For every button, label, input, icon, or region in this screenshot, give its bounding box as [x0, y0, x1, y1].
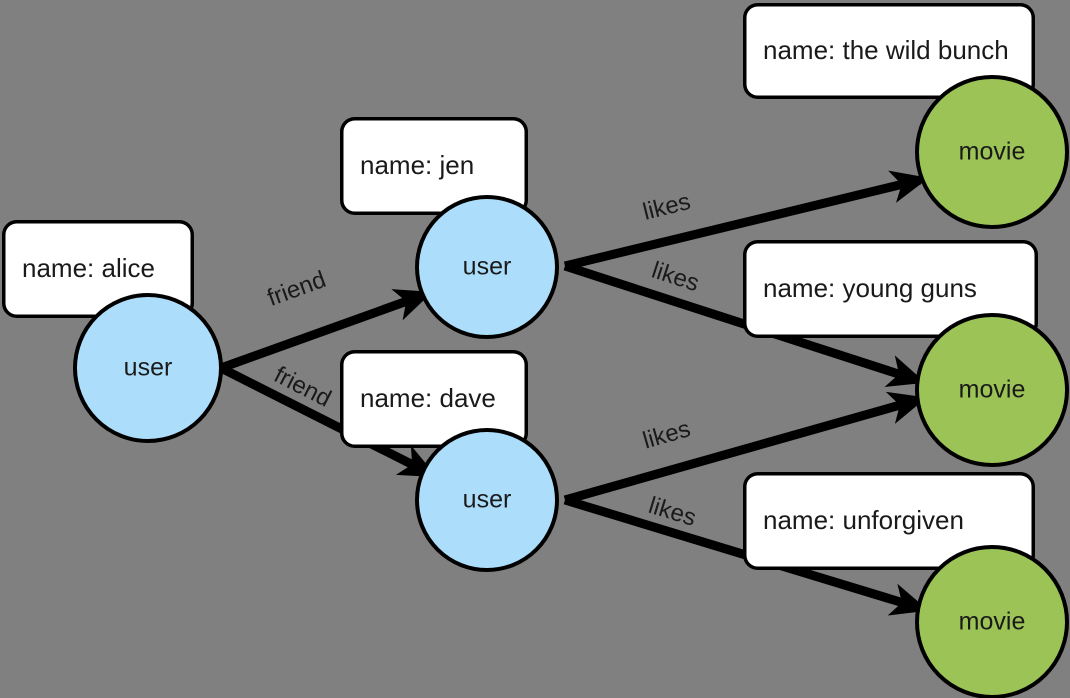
property-box-dave: name: dave [340, 350, 528, 448]
node-label-alice: user [124, 354, 173, 382]
property-box-shape-dave [340, 350, 528, 448]
edge-label-jen-wildbunch: likes [640, 188, 693, 226]
property-text-unforgiven: name: unforgiven [763, 505, 964, 535]
edge-jen-wildbunch [563, 170, 929, 271]
node-label-jen: user [463, 253, 512, 281]
node-alice[interactable]: user [73, 293, 223, 443]
property-box-unforgiven: name: unforgiven [743, 472, 1035, 570]
node-wildbunch[interactable]: movie [915, 75, 1069, 229]
node-label-youngguns: movie [959, 376, 1026, 404]
node-label-wildbunch: movie [959, 138, 1026, 166]
property-box-shape-unforgiven [743, 472, 1035, 570]
node-circle-wildbunch[interactable] [915, 75, 1069, 229]
property-box-youngguns: name: young guns [743, 240, 1038, 338]
property-boxes-layer: name: alice name: jen name: dave name: the … [2, 3, 1038, 570]
edge-dave-youngguns [563, 391, 927, 505]
property-text-dave: name: dave [360, 383, 496, 413]
property-text-wildbunch: name: the wild bunch [763, 35, 1009, 65]
property-box-shape-jen [340, 117, 528, 215]
property-box-jen: name: jen [340, 117, 528, 215]
edges-layer [218, 170, 929, 616]
node-circle-youngguns[interactable] [915, 313, 1069, 467]
node-unforgiven[interactable]: movie [915, 545, 1069, 698]
node-circle-jen[interactable] [415, 195, 559, 339]
node-jen[interactable]: user [415, 195, 559, 339]
property-box-alice: name: alice [2, 220, 194, 318]
property-box-shape-wildbunch [743, 3, 1035, 99]
property-text-alice: name: alice [22, 253, 155, 283]
edge-jen-youngguns [563, 261, 926, 387]
edge-alice-jen [219, 289, 433, 373]
edge-dave-unforgiven [563, 495, 929, 616]
property-box-shape-youngguns [743, 240, 1038, 338]
node-youngguns[interactable]: movie [915, 313, 1069, 467]
edge-label-dave-youngguns: likes [640, 415, 694, 454]
property-text-jen: name: jen [360, 150, 474, 180]
node-circle-unforgiven[interactable] [915, 545, 1069, 698]
node-label-dave: user [463, 486, 512, 514]
edge-label-alice-jen: friend [264, 266, 330, 312]
node-circle-dave[interactable] [415, 428, 559, 572]
node-label-unforgiven: movie [959, 608, 1026, 636]
property-box-wildbunch: name: the wild bunch [743, 3, 1035, 99]
property-text-youngguns: name: young guns [763, 273, 977, 303]
edge-alice-dave [218, 363, 438, 478]
nodes-layer: user user user movie movie movie [73, 75, 1069, 698]
node-dave[interactable]: user [415, 428, 559, 572]
node-circle-alice[interactable] [73, 293, 223, 443]
